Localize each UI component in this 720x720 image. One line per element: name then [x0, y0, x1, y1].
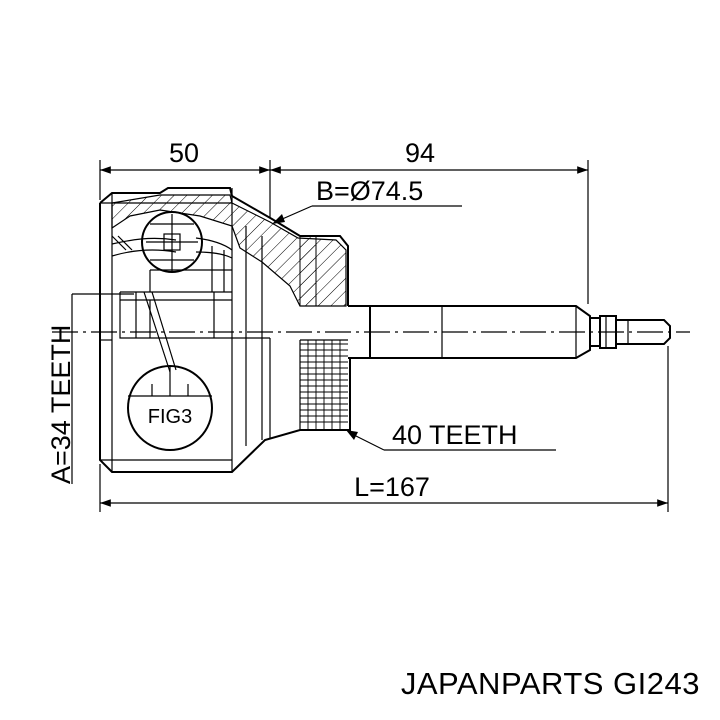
- bore-label: B=Ø74.5: [316, 176, 423, 206]
- fig3-label: FIG3: [148, 406, 192, 428]
- housing-section-hatch: [111, 194, 347, 307]
- fig3-callout: FIG3: [127, 291, 213, 451]
- inner-race: [111, 235, 233, 339]
- inner-teeth-dimension: 40 TEETH: [346, 420, 556, 451]
- bore-dimension: B=Ø74.5: [272, 176, 462, 224]
- brand-part-number: JAPANPARTS GI243: [401, 666, 700, 701]
- top-dimensions: 50 94: [99, 138, 589, 304]
- ball-detail: [141, 211, 203, 273]
- spline-neck: [299, 339, 348, 431]
- outer-teeth-dimension: A=34 TEETH: [46, 293, 134, 484]
- stub-shaft: [348, 305, 671, 359]
- overall-length-dimension: L=167: [99, 346, 669, 512]
- dim-94-label: 94: [405, 138, 435, 168]
- dim-50-label: 50: [169, 138, 199, 168]
- inner-teeth-label: 40 TEETH: [392, 420, 518, 450]
- length-label: L=167: [354, 472, 430, 502]
- outer-teeth-label: A=34 TEETH: [46, 325, 76, 484]
